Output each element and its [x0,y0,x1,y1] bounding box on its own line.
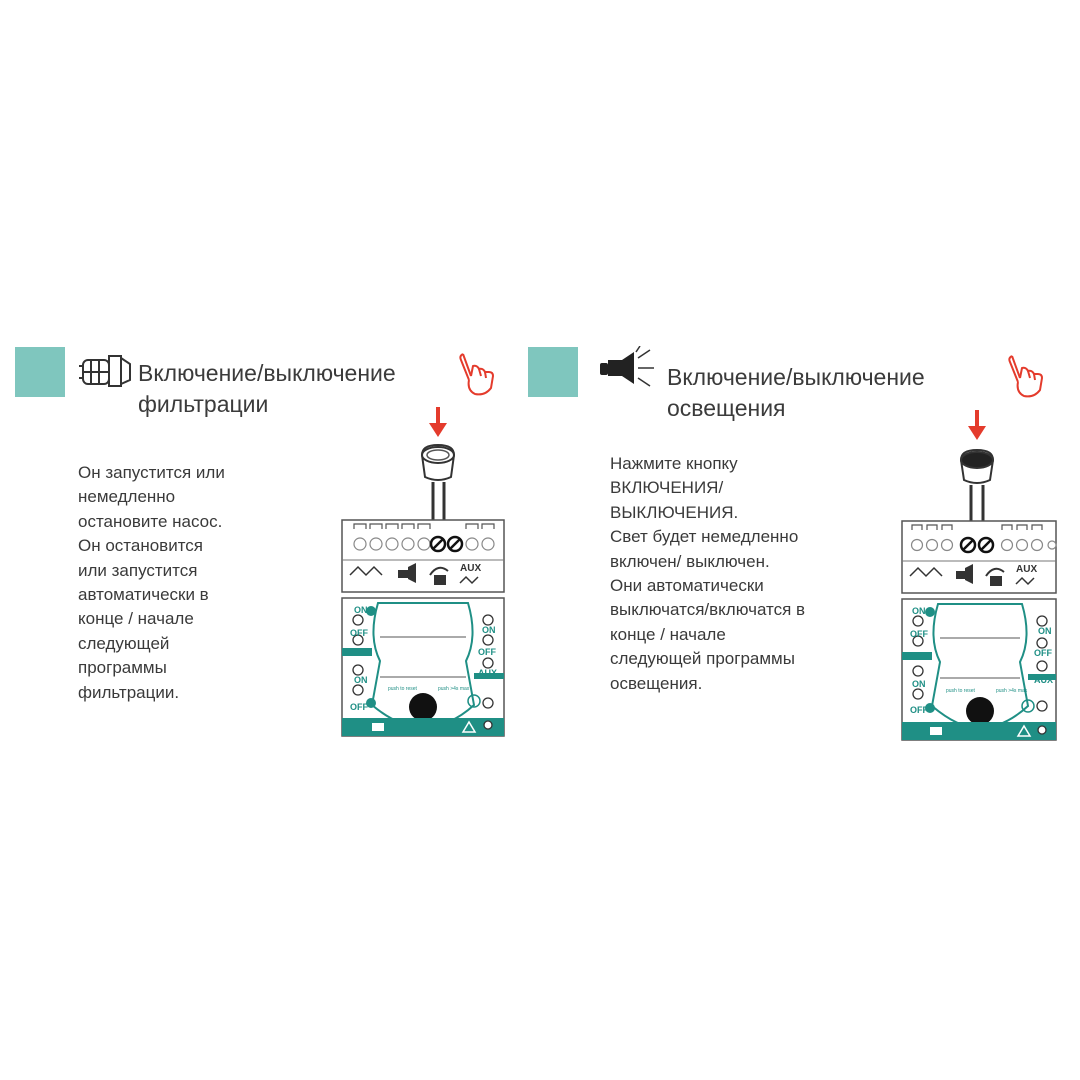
off-label: OFF [478,647,496,657]
off-label: OFF [350,628,368,638]
text-line: автоматически в [78,585,209,605]
text-line: конце / начале [610,624,726,644]
description-text: Он запустится или немедленно остановите … [78,461,225,705]
description-text: Нажмите кнопку ВКЛЮЧЕНИЯ/ ВЫКЛЮЧЕНИЯ. Св… [610,452,805,696]
text-line: освещения. [610,673,703,693]
text-line: выключатся/включатся в [610,600,806,620]
text-line: немедленно [78,487,176,507]
hand-pointer-icon [459,353,494,396]
aux-terminal-label: AUX [1016,564,1037,575]
on-label: ON [912,606,926,616]
off-label: OFF [910,629,928,639]
filtration-panel: Включение/выключение фильтрации Он запус… [15,347,505,737]
on-label: ON [912,679,926,689]
pump-icon [79,355,131,387]
warning-icon [1016,724,1032,737]
controller-device: AUX ON OFF ON OFF ON OFF AUX push to res… [341,407,505,737]
title-line: Включение/выключение [667,364,925,390]
lighting-panel: Включение/выключение освещения Нажмите к… [516,0,1057,1080]
aux-terminal-label: AUX [460,563,481,574]
text-line: Он остановится [78,536,204,556]
text-line: конце / начале [78,609,194,629]
clock-icon [1021,699,1035,713]
push-min-label: push >4s max [996,688,1028,694]
push-button[interactable] [959,448,995,525]
on-label: ON [1038,626,1052,636]
title-line: освещения [667,395,786,421]
title-line: Включение/выключение [138,360,396,386]
text-line: Свет будет немедленно [610,527,799,547]
down-arrow-icon [968,410,986,440]
text-line: или запустится [78,560,198,580]
terminal-block [341,519,505,593]
text-line: следующей [78,633,170,653]
section-marker [15,347,65,397]
text-line: Они автоматически [610,576,764,596]
clock-icon [467,694,481,708]
text-line: программы [78,658,167,678]
off-label: OFF [350,702,368,712]
warning-icon [461,720,477,733]
text-line: Он запустится или [78,463,225,482]
section-title: Включение/выключение фильтрации [138,358,396,420]
text-line: включен/ выключен. [610,551,770,571]
text-line: следующей программы [610,649,795,669]
aux-label: AUX [478,668,497,678]
down-arrow-icon [429,407,447,437]
reset-button[interactable] [966,697,994,725]
push-reset-label: push to reset [946,688,976,694]
on-label: ON [354,605,368,615]
off-label: OFF [910,705,928,715]
terminal-block [901,520,1057,594]
push-button[interactable] [420,443,456,530]
reset-button[interactable] [409,693,437,721]
light-icon [600,346,654,387]
section-marker [528,347,578,397]
push-min-label: push >4s max [438,686,470,692]
push-reset-label: push to reset [388,686,418,692]
pump-status-icon [372,723,384,731]
off-label: OFF [1034,648,1052,658]
hand-pointer-icon [1008,355,1043,398]
title-line: фильтрации [138,391,269,417]
text-line: фильтрации. [78,682,180,702]
text-line: остановите насос. [78,511,223,531]
aux-label: AUX [1034,675,1053,685]
on-label: ON [354,675,368,685]
text-line: ВЫКЛЮЧЕНИЯ. [610,502,739,522]
pump-status-icon [930,727,942,735]
controller-device: AUX ON OFF ON OFF ON OFF AUX push to res… [901,410,1057,741]
section-title: Включение/выключение освещения [667,362,925,424]
on-label: ON [482,625,496,635]
text-line: Нажмите кнопку [610,454,738,473]
text-line: ВКЛЮЧЕНИЯ/ [610,478,724,498]
